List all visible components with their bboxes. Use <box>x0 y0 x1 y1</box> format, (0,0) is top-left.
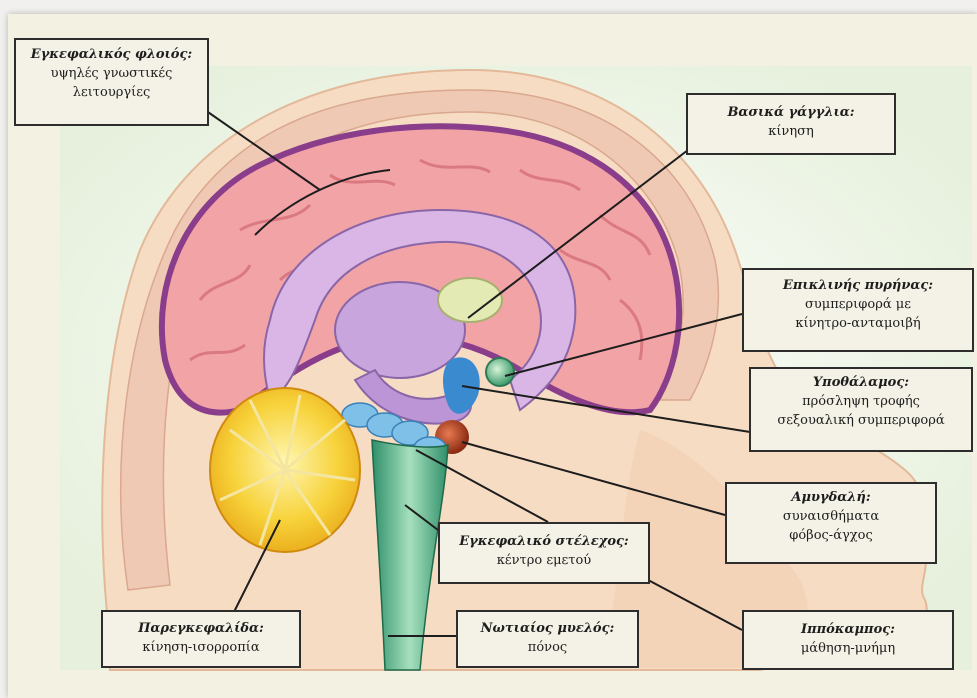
label-title: Υποθάλαμος: <box>751 373 971 392</box>
label-amygdala: Αμυγδαλή: συναισθήματα φόβος-άγχος <box>725 482 937 564</box>
label-nucleus-accumbens: Επικλινής πυρήνας: συμπεριφορά με κίνητρ… <box>742 268 974 352</box>
label-title: Εγκεφαλικός φλοιός: <box>16 45 207 64</box>
label-cerebral-cortex: Εγκεφαλικός φλοιός: υψηλές γνωστικές λει… <box>14 38 209 126</box>
nucleus-accumbens <box>486 358 514 386</box>
label-hippocampus: Ιππόκαμπος: μάθηση-μνήμη <box>742 610 954 670</box>
label-desc: κίνηση <box>688 122 894 141</box>
label-title: Βασικά γάγγλια: <box>688 103 894 122</box>
label-title: Εγκεφαλικό στέλεχος: <box>440 532 648 551</box>
label-cerebellum: Παρεγκεφαλίδα: κίνηση-ισορροπία <box>101 610 301 668</box>
label-desc: συναισθήματα <box>727 507 935 526</box>
label-title: Ιππόκαμπος: <box>744 620 952 639</box>
label-title: Νωτιαίος μυελός: <box>458 619 637 638</box>
label-desc: μάθηση-μνήμη <box>744 639 952 658</box>
label-title: Επικλινής πυρήνας: <box>744 276 972 295</box>
label-title: Παρεγκεφαλίδα: <box>103 619 299 638</box>
label-spinal-cord: Νωτιαίος μυελός: πόνος <box>456 610 639 668</box>
label-desc: φόβος-άγχος <box>727 526 935 545</box>
label-title: Αμυγδαλή: <box>727 488 935 507</box>
label-brainstem: Εγκεφαλικό στέλεχος: κέντρο εμετού <box>438 522 650 584</box>
label-desc: πόνος <box>458 638 637 657</box>
label-desc: κέντρο εμετού <box>440 551 648 570</box>
label-desc: συμπεριφορά με <box>744 295 972 314</box>
label-basal-ganglia: Βασικά γάγγλια: κίνηση <box>686 93 896 155</box>
label-desc: κίνητρο-ανταμοιβή <box>744 314 972 333</box>
label-desc: πρόσληψη τροφής <box>751 392 971 411</box>
label-hypothalamus: Υποθάλαμος: πρόσληψη τροφής σεξουαλική σ… <box>749 367 973 452</box>
label-desc: λειτουργίες <box>16 83 207 102</box>
label-desc: υψηλές γνωστικές <box>16 64 207 83</box>
label-desc: σεξουαλική συμπεριφορά <box>751 411 971 430</box>
label-desc: κίνηση-ισορροπία <box>103 638 299 657</box>
